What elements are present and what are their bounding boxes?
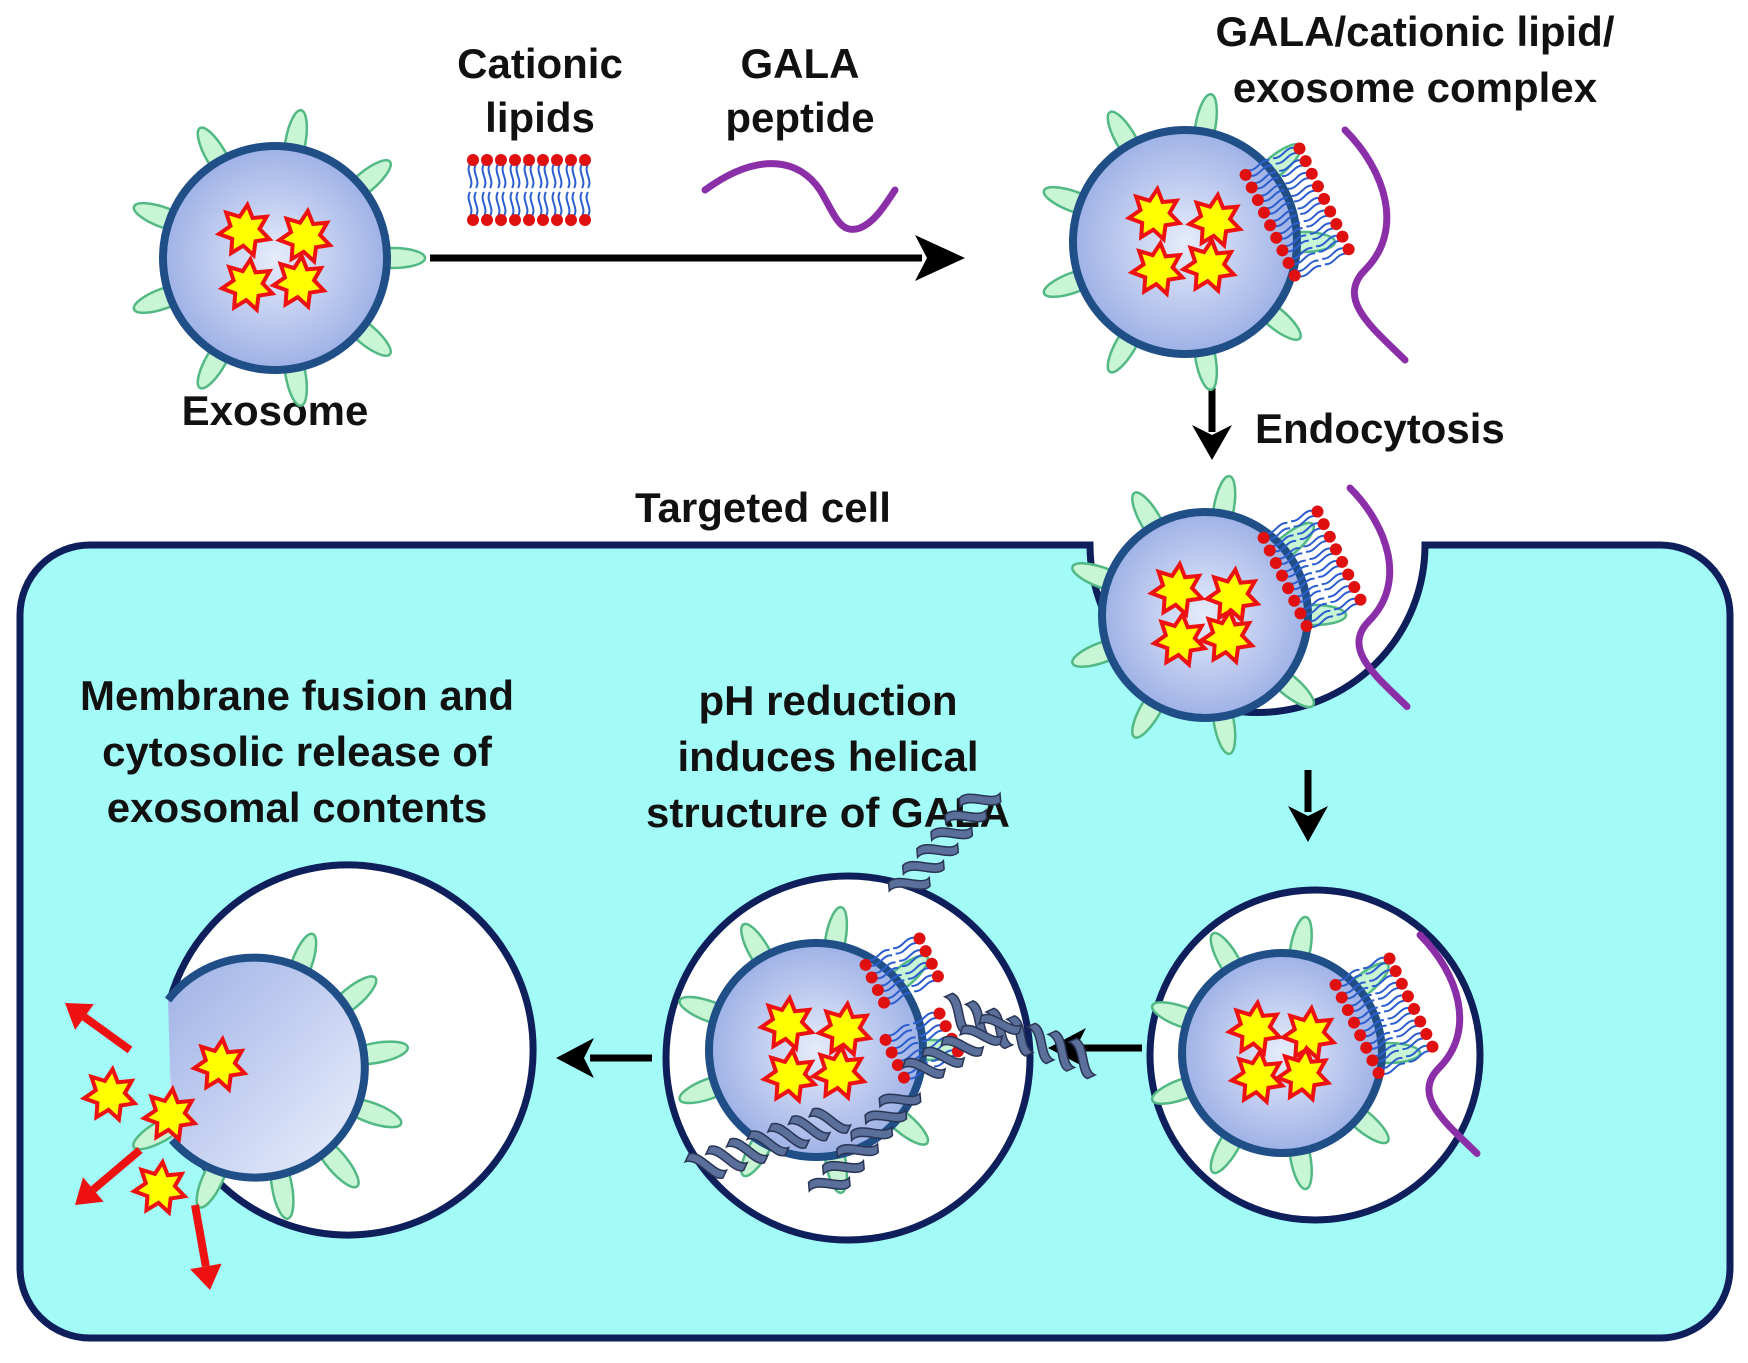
release-arrow <box>90 1146 143 1193</box>
cargo-star <box>1149 609 1209 669</box>
release-arrow <box>191 1204 210 1268</box>
cargo-star <box>1127 238 1187 298</box>
cargo-star <box>756 993 816 1053</box>
cargo-star <box>129 1157 189 1217</box>
complex-label: GALA/cationic lipid/exosome complex <box>1215 8 1614 111</box>
endocytosis-label: Endocytosis <box>1255 405 1505 452</box>
cargo-star <box>1197 607 1257 666</box>
exosome-membrane <box>1098 508 1312 722</box>
arrow-to-fusion <box>556 1038 652 1078</box>
cargo-star <box>1227 1047 1287 1106</box>
gala-peptide <box>1346 484 1411 710</box>
fusing-exosome <box>132 932 410 1221</box>
cationic-lipid-bilayer <box>467 154 591 226</box>
cargo-star <box>1124 184 1184 244</box>
endosome-exosome <box>1150 915 1481 1191</box>
cargo-star <box>269 251 328 311</box>
exosome-label: Exosome <box>182 387 369 434</box>
cargo-star <box>139 1084 199 1144</box>
gala-helix <box>887 791 1002 893</box>
cargo-star <box>275 206 335 266</box>
release-arrowhead <box>190 1263 222 1290</box>
cargo-star <box>1185 190 1245 250</box>
endocytosing-exosome <box>1071 474 1411 756</box>
release-arrowhead <box>65 1003 94 1031</box>
cargo-star <box>1224 998 1284 1058</box>
arrow-endocytosis <box>1192 388 1232 460</box>
gala-peptide <box>1341 126 1409 364</box>
lipid-bilayer <box>467 154 591 226</box>
exosome-membrane <box>1178 949 1386 1157</box>
cargo-star <box>814 999 874 1059</box>
cargo-star <box>189 1034 249 1094</box>
lipid-bilayer <box>1239 142 1355 282</box>
cargo-star <box>217 254 277 314</box>
cargo-star <box>79 1064 139 1124</box>
gala-helix <box>807 1091 922 1193</box>
cargo-star <box>1147 559 1206 619</box>
gala-peptide-strand <box>701 160 899 233</box>
cargo-star <box>1179 235 1238 295</box>
cargo-star <box>808 1042 868 1102</box>
gala-peptide <box>1416 931 1481 1157</box>
lipid-bilayer <box>859 932 944 1009</box>
gala-helix <box>942 992 1098 1080</box>
gala-helix <box>901 1013 1023 1079</box>
arrow-to-endosome <box>1288 770 1328 842</box>
released-cargo <box>65 1003 222 1290</box>
lipid-bilayer <box>1329 952 1439 1079</box>
cargo-star <box>214 200 274 260</box>
exosome-membrane <box>705 939 927 1161</box>
cargo-star <box>1273 1044 1333 1104</box>
acidified-exosome <box>678 791 1098 1195</box>
exosome-membrane <box>1069 126 1301 358</box>
release-arrow <box>82 1013 133 1054</box>
free-exosome <box>132 108 427 408</box>
complex-exosome <box>1042 92 1409 392</box>
exosome-membrane <box>159 142 391 374</box>
exosome-membrane <box>164 953 369 1182</box>
targeted-cell-label: Targeted cell <box>635 484 891 531</box>
gala-helix <box>683 1107 853 1179</box>
release-arrowhead <box>75 1177 104 1205</box>
arrow-complexation <box>430 235 965 281</box>
cargo-star <box>759 1045 819 1105</box>
lipid-bilayer <box>1257 505 1367 632</box>
